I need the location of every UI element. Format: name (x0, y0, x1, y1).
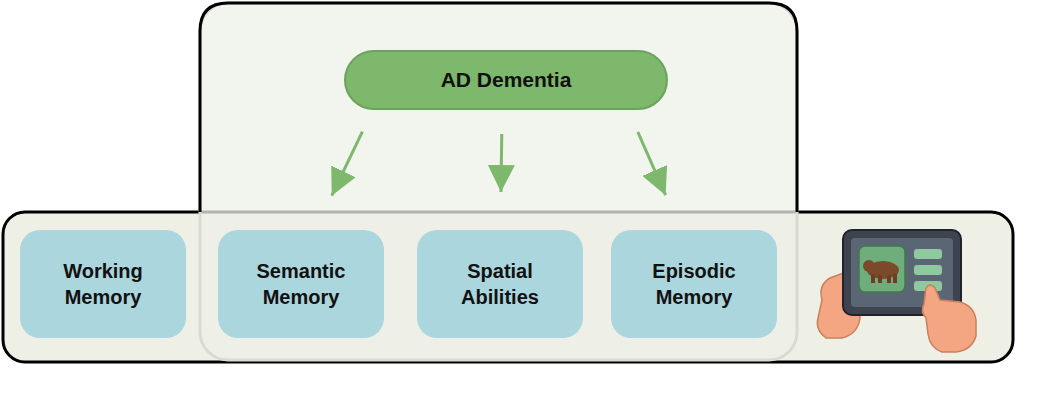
upper-panel (200, 3, 797, 360)
bear-leg (878, 275, 882, 283)
bear-leg (893, 274, 897, 283)
ability-box: Spatial Abilities (417, 230, 583, 338)
bear-leg (887, 275, 891, 283)
node-label: Spatial Abilities (435, 258, 565, 310)
node-label: Working Memory (38, 258, 168, 310)
upper-panel-border (200, 3, 797, 212)
bear-head (863, 260, 875, 272)
memory-box: Episodic Memory (611, 230, 777, 338)
arrow-connector (332, 132, 363, 196)
right-hand (922, 285, 976, 352)
node-label: AD Dementia (441, 66, 572, 93)
arrow-connector (499, 134, 503, 192)
node-label: Semantic Memory (236, 258, 366, 310)
memory-box: Working Memory (20, 230, 186, 338)
app-icon (859, 246, 905, 292)
memory-box: Semantic Memory (218, 230, 384, 338)
screen-button (914, 249, 942, 259)
tablet-illustration (817, 230, 976, 352)
screen-button (914, 265, 942, 275)
bear-icon (863, 260, 899, 283)
arrow-connector (638, 132, 666, 195)
node-label: Episodic Memory (629, 258, 759, 310)
category-pill: AD Dementia (344, 50, 668, 110)
bear-leg (871, 274, 875, 283)
